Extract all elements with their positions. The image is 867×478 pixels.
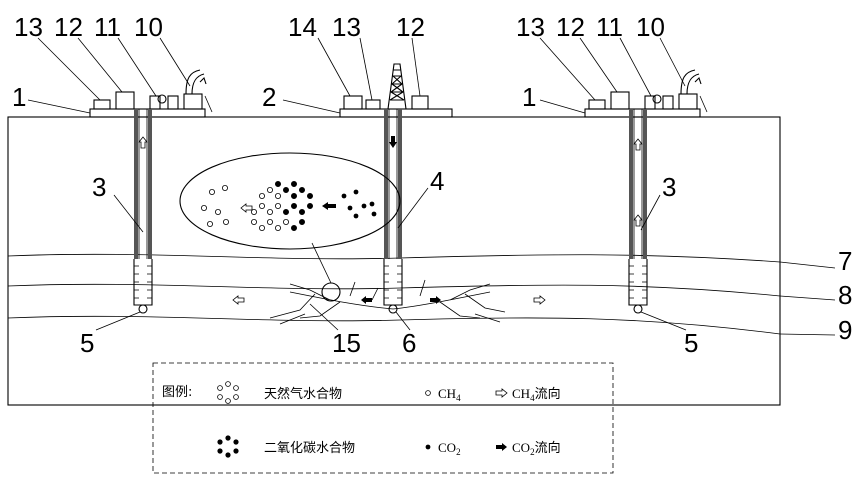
legend-co2-flow: CO2流向 (512, 440, 561, 457)
ch4-flow-arrow-left (233, 296, 244, 304)
legend: 图例: 天然气水合物 CH4 CH4流向 二氧化碳水合物 CO2 CO2流向 (153, 363, 613, 473)
layer-boundary-middle (8, 284, 780, 296)
label-2: 2 (262, 82, 276, 112)
co2-flow-arrow-left (361, 296, 372, 304)
right-production-well (629, 109, 647, 313)
legend-ch4-flow: CH4流向 (512, 386, 561, 403)
legend-ch4: CH4 (438, 386, 461, 403)
co2-flow-symbol (496, 443, 507, 451)
label-5-left: 5 (80, 328, 94, 358)
middle-injection-well (384, 109, 402, 313)
label-12-left: 12 (54, 12, 83, 42)
co2-down-arrow (389, 136, 397, 148)
label-7: 7 (838, 246, 852, 276)
strata-block (8, 117, 835, 405)
label-3-left: 3 (92, 172, 106, 202)
label-12-mid: 12 (396, 12, 425, 42)
zoom-circle (322, 283, 340, 301)
ch4-flow-arrow-right (534, 296, 545, 304)
co2h-symbol (217, 435, 238, 457)
callout-numbers: 13 12 11 10 1 14 13 12 2 13 12 11 10 1 3… (12, 12, 852, 358)
legend-co2h-label: 二氧化碳水合物 (264, 441, 355, 456)
label-14: 14 (288, 12, 317, 42)
label-1-right: 1 (522, 82, 536, 112)
co2-molecule-symbol (426, 445, 431, 450)
ngh-symbol (218, 382, 239, 404)
ch4-up-arrow-left (139, 137, 147, 148)
ch4-molecule-symbol (426, 391, 431, 396)
magnified-ellipse (180, 153, 400, 249)
label-11-right: 11 (596, 12, 623, 42)
label-3-right: 3 (662, 172, 676, 202)
drilling-derrick (388, 64, 406, 109)
label-10-right: 10 (636, 12, 665, 42)
label-1-left: 1 (12, 82, 26, 112)
label-6: 6 (402, 328, 416, 358)
label-4: 4 (430, 166, 444, 196)
label-13-right: 13 (516, 12, 545, 42)
left-production-well (134, 109, 152, 313)
label-13-mid: 13 (332, 12, 361, 42)
label-8: 8 (838, 280, 852, 310)
layer-boundary-top (8, 254, 780, 262)
label-9: 9 (838, 315, 852, 345)
legend-co2: CO2 (438, 440, 461, 457)
middle-surface-facility (340, 64, 452, 117)
legend-title: 图例: (162, 385, 192, 400)
label-10-left: 10 (134, 12, 163, 42)
ch4-flow-symbol (496, 389, 507, 397)
legend-ngh-label: 天然气水合物 (264, 386, 342, 402)
label-11-left: 11 (94, 12, 121, 42)
label-15: 15 (332, 328, 361, 358)
label-12-right: 12 (556, 12, 585, 42)
label-5-right: 5 (684, 328, 698, 358)
label-13-left: 13 (14, 12, 43, 42)
leader-lines (28, 38, 686, 330)
